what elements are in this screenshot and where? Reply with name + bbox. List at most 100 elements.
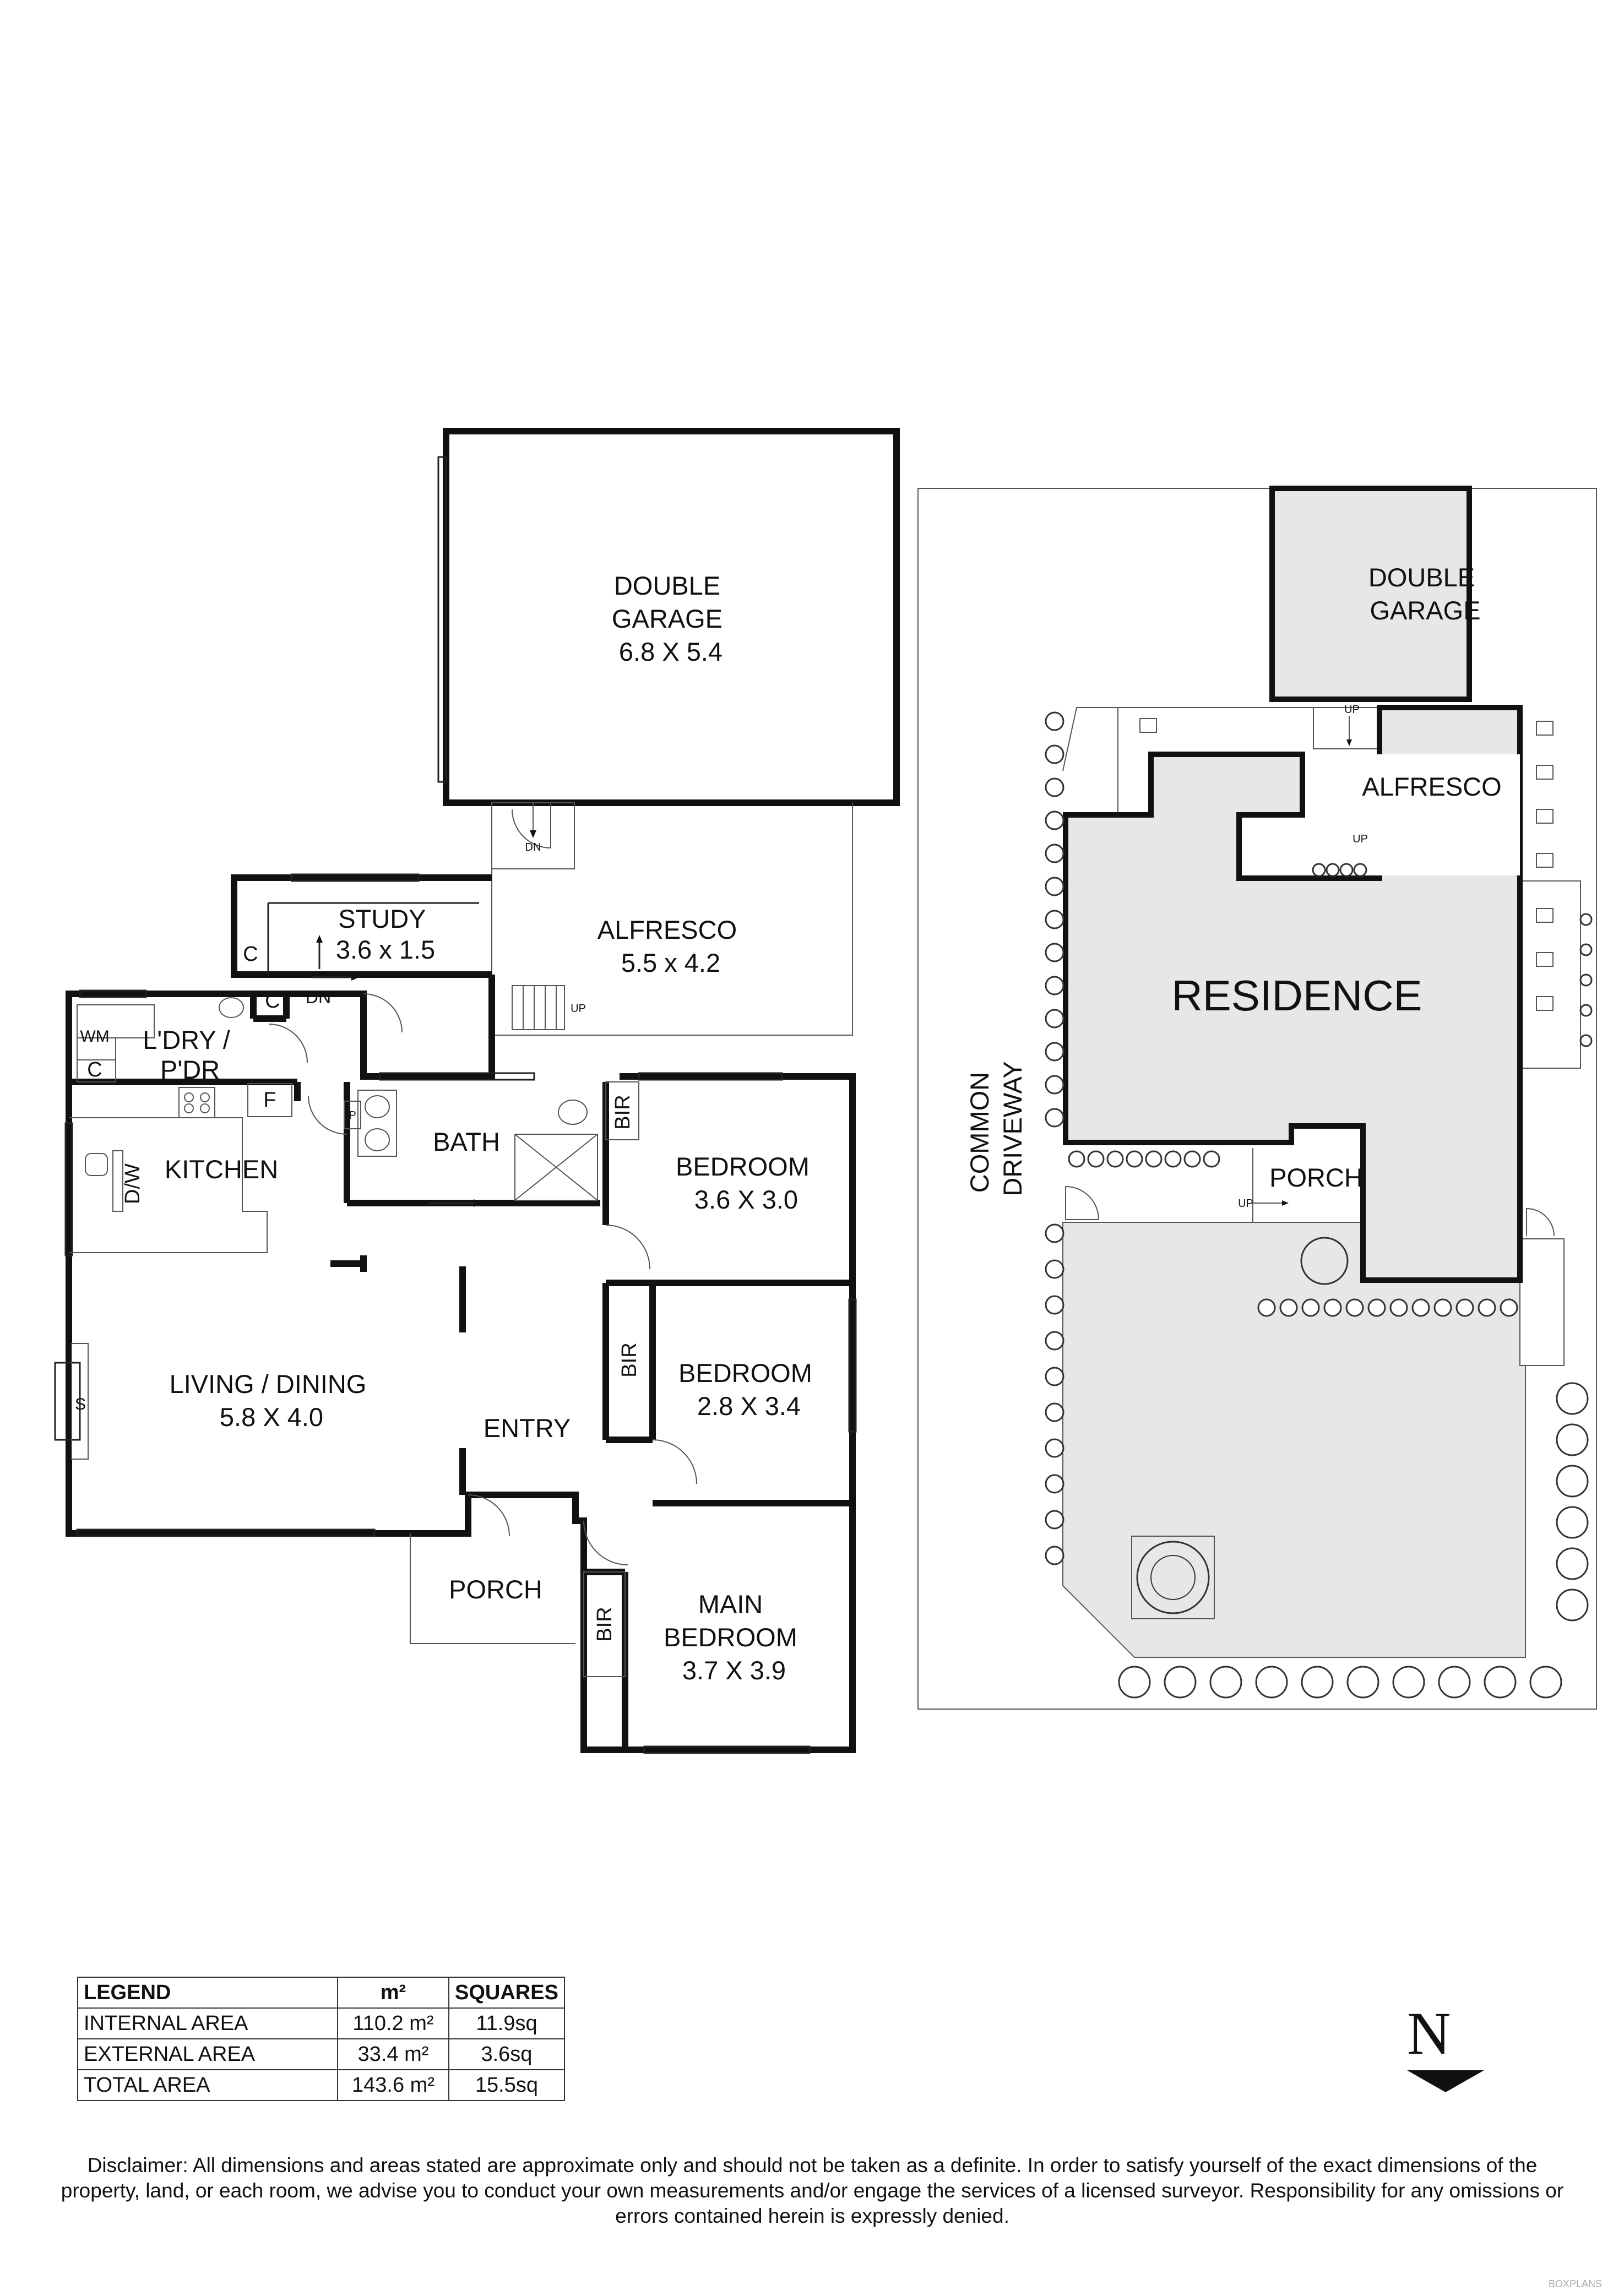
shrub-icon bbox=[1339, 863, 1354, 877]
shrub-icon bbox=[1045, 844, 1064, 863]
shrub-icon bbox=[1389, 1298, 1408, 1317]
shrub-icon bbox=[1367, 1298, 1386, 1317]
legend-cell: 143.6 m² bbox=[337, 2069, 449, 2101]
bir-label-1: BIR bbox=[611, 1095, 634, 1129]
shrub-icon bbox=[1045, 910, 1064, 929]
closet-label-c3: C bbox=[87, 1058, 102, 1081]
north-label: N bbox=[1407, 2000, 1451, 2067]
shrub-icon bbox=[1045, 976, 1064, 995]
pantry-label: P bbox=[349, 1109, 356, 1122]
shrub-icon bbox=[1145, 1150, 1163, 1168]
toilet-icon bbox=[219, 997, 244, 1018]
legend-cell: 15.5sq bbox=[448, 2069, 565, 2101]
shrub-icon bbox=[1326, 863, 1340, 877]
shrub-icon bbox=[1164, 1666, 1197, 1699]
wm-label: WM bbox=[80, 1027, 109, 1046]
legend-row: TOTAL AREA 143.6 m² 15.5sq bbox=[77, 2069, 565, 2101]
site-plan bbox=[917, 486, 1597, 1710]
area-legend-table: LEGEND m² SQUARES INTERNAL AREA 110.2 m²… bbox=[77, 1977, 565, 2101]
legend-cell: 110.2 m² bbox=[337, 2007, 449, 2039]
north-arrow-icon bbox=[1407, 2070, 1484, 2092]
site-garage bbox=[1269, 486, 1472, 702]
shrub-icon bbox=[1556, 1588, 1589, 1622]
shrub-icon bbox=[1045, 1009, 1064, 1029]
shrub-icon bbox=[1045, 1042, 1064, 1062]
site-tree-icon-2 bbox=[1300, 1237, 1349, 1285]
shrub-icon bbox=[1126, 1150, 1143, 1168]
shrub-icon bbox=[1345, 1298, 1364, 1317]
site-label-garage: DOUBLE GARAGE bbox=[1368, 563, 1482, 625]
shrub-icon bbox=[1478, 1298, 1496, 1317]
site-label-driveway: COMMON DRIVEWAY bbox=[965, 1061, 1027, 1196]
room-label-study: STUDY 3.6 x 1.5 bbox=[336, 904, 435, 964]
dn-label-garage: DN bbox=[525, 841, 541, 853]
shrub-icon bbox=[1045, 1075, 1064, 1095]
bath-toilet-icon bbox=[558, 1100, 588, 1125]
shrub-icon bbox=[1106, 1150, 1124, 1168]
site-shrubs bbox=[1045, 711, 1593, 1699]
legend-header-squares: SQUARES bbox=[448, 1977, 565, 2009]
shrub-icon bbox=[1279, 1298, 1298, 1317]
shrub-icon bbox=[1500, 1298, 1518, 1317]
legend-cell: TOTAL AREA bbox=[77, 2069, 338, 2101]
legend-cell: 11.9sq bbox=[448, 2007, 565, 2039]
site-markers bbox=[1139, 718, 1554, 1011]
legend-cell: 3.6sq bbox=[448, 2038, 565, 2070]
garage-door bbox=[437, 456, 447, 783]
fridge-label: F bbox=[263, 1089, 276, 1112]
shrub-icon bbox=[1045, 1510, 1064, 1530]
shrub-icon bbox=[1556, 1423, 1589, 1456]
porch-outline bbox=[410, 1533, 575, 1644]
shrub-icon bbox=[1556, 1506, 1589, 1539]
site-plan-labels: DOUBLE GARAGE ALFRESCO RESIDENCE PORCH C… bbox=[965, 563, 1502, 1210]
room-label-kitchen: KITCHEN bbox=[165, 1155, 278, 1184]
site-boundary bbox=[917, 488, 1597, 1710]
shrub-icon bbox=[1323, 1298, 1342, 1317]
shrub-icon bbox=[1257, 1298, 1276, 1317]
shrub-icon bbox=[1045, 777, 1064, 797]
vanity-basin bbox=[357, 1090, 397, 1157]
shrub-icon bbox=[1203, 1150, 1220, 1168]
shrub-icon bbox=[1353, 863, 1367, 877]
legend-header-label: LEGEND bbox=[77, 1977, 338, 2009]
floor-plan bbox=[54, 428, 900, 1754]
room-label-alfresco: ALFRESCO 5.5 x 4.2 bbox=[598, 915, 744, 977]
room-label-living: LIVING / DINING 5.8 X 4.0 bbox=[170, 1369, 374, 1432]
site-label-porch: PORCH bbox=[1269, 1163, 1363, 1192]
shrub-icon bbox=[1556, 1465, 1589, 1498]
bir-label-3: BIR bbox=[593, 1607, 616, 1641]
shrub-icon bbox=[1045, 1223, 1064, 1243]
shrub-icon bbox=[1045, 1331, 1064, 1351]
shrub-icon bbox=[1556, 1547, 1589, 1580]
fireplace-label: S bbox=[75, 1395, 86, 1413]
shrub-icon bbox=[1346, 1666, 1379, 1699]
site-up-label-2: UP bbox=[1353, 833, 1368, 845]
closet-label-c1: C bbox=[243, 943, 258, 966]
legend-cell: EXTERNAL AREA bbox=[77, 2038, 338, 2070]
room-label-entry: ENTRY bbox=[484, 1413, 571, 1443]
shrub-icon bbox=[1045, 1108, 1064, 1128]
shrub-icon bbox=[1312, 863, 1326, 877]
site-tree-box bbox=[1131, 1536, 1215, 1619]
shrub-icon bbox=[1045, 744, 1064, 764]
shrub-icon bbox=[1301, 1666, 1334, 1699]
shrub-icon bbox=[1438, 1666, 1471, 1699]
shrub-icon bbox=[1118, 1666, 1151, 1699]
kitchen-bench bbox=[69, 1117, 268, 1253]
site-up-label-1: UP bbox=[1344, 704, 1360, 716]
alfresco-outline bbox=[491, 803, 853, 1036]
room-label-laundry: L'DRY / P'DR bbox=[143, 1025, 237, 1084]
bir-label-2: BIR bbox=[618, 1342, 641, 1377]
dn-label-study: DN bbox=[306, 987, 331, 1007]
room-label-bedroom-1: BEDROOM 3.6 X 3.0 bbox=[676, 1152, 817, 1214]
shrub-icon bbox=[1579, 943, 1593, 956]
shrub-icon bbox=[1579, 913, 1593, 926]
legend-header-m2: m² bbox=[337, 1977, 449, 2009]
shrub-icon bbox=[1068, 1150, 1085, 1168]
shrub-icon bbox=[1045, 943, 1064, 962]
room-label-bath: BATH bbox=[433, 1127, 500, 1156]
shrub-icon bbox=[1164, 1150, 1182, 1168]
shrub-icon bbox=[1045, 1438, 1064, 1458]
shrub-icon bbox=[1087, 1150, 1105, 1168]
